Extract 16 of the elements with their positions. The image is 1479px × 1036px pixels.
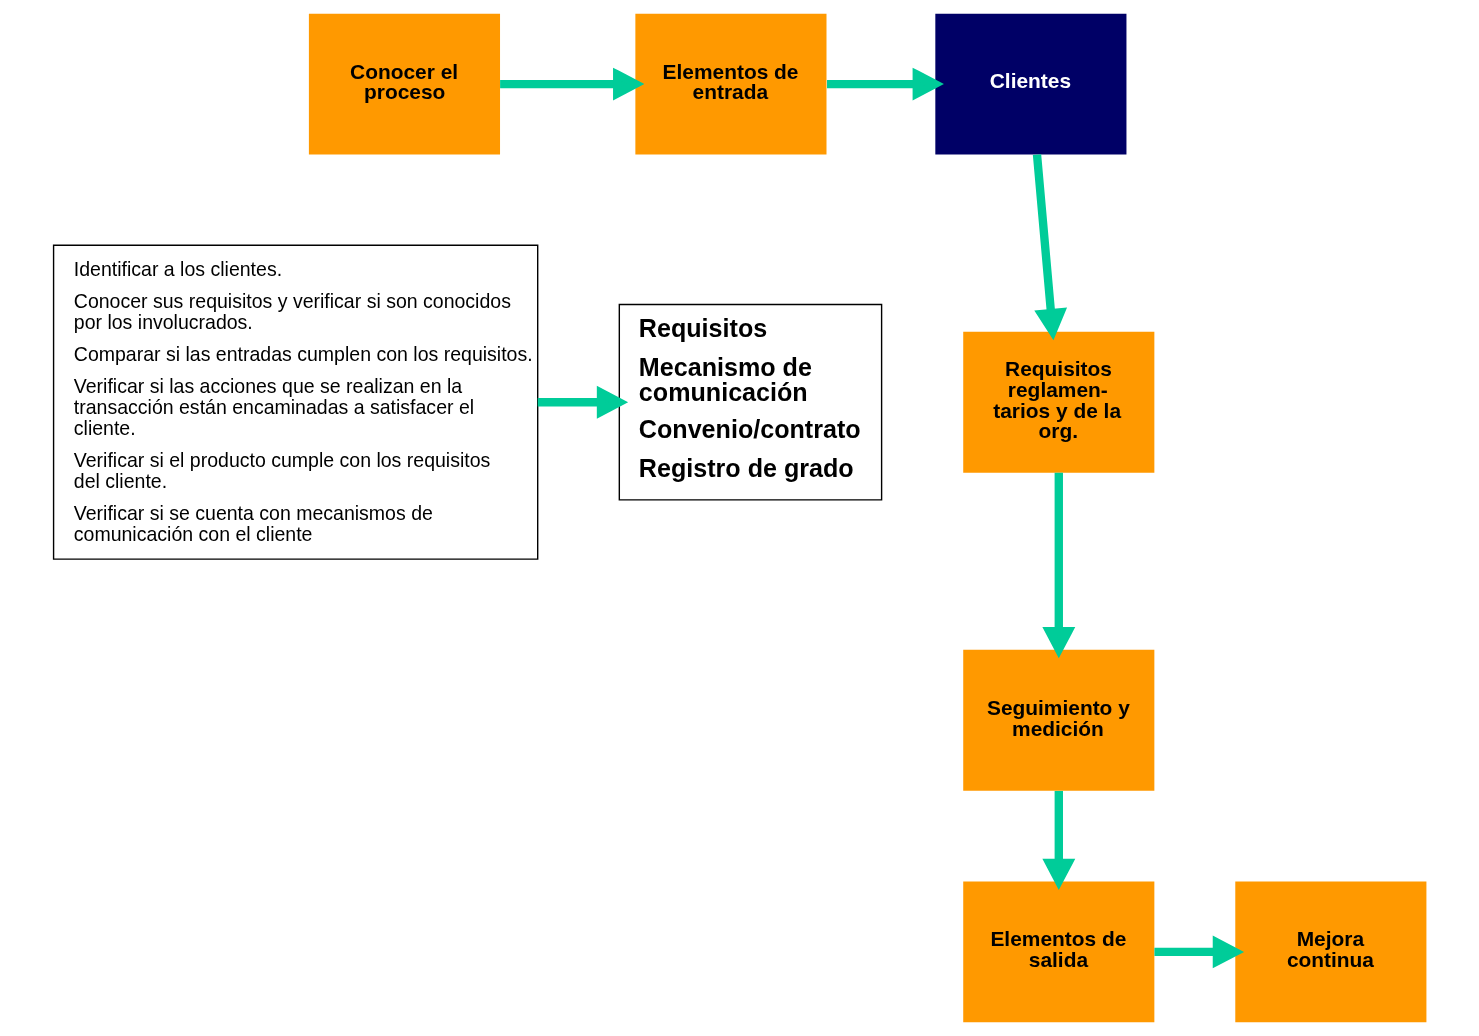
node-box: Conocer el proceso — [308, 13, 500, 155]
node-box: Requisitos Mecanismo de comunicación Convenio/contrato Registro de grado — [618, 303, 882, 501]
node-box: Requisitos reglamen- tarios y de la org. — [962, 331, 1154, 473]
arrow — [537, 385, 628, 419]
node-box: Elementos de entrada — [634, 13, 826, 155]
node-box: Mejora continua — [1234, 881, 1426, 1023]
arrow — [499, 67, 644, 101]
node-box: Clientes — [934, 13, 1126, 155]
arrow — [826, 67, 944, 101]
node-box: Elementos de salida — [962, 881, 1154, 1023]
node-box: Seguimiento y medición — [962, 649, 1154, 791]
arrow — [1032, 154, 1067, 341]
arrow — [1041, 472, 1075, 659]
arrow — [1041, 790, 1075, 891]
node-box: Identificar a los clientes. Conocer sus requisitos y verificar si son conocidos por los involucrados. Comparar si las entradas cumplen con los requisitos. Verificar si las acciones que se realizan en la transacción están encaminadas a satisfacer el cliente. Verificar si el producto cumple con los requisitos del cliente. Verificar si se cuenta con mecanismos de comunicación con el cliente — [52, 244, 538, 560]
arrow — [1153, 935, 1244, 969]
